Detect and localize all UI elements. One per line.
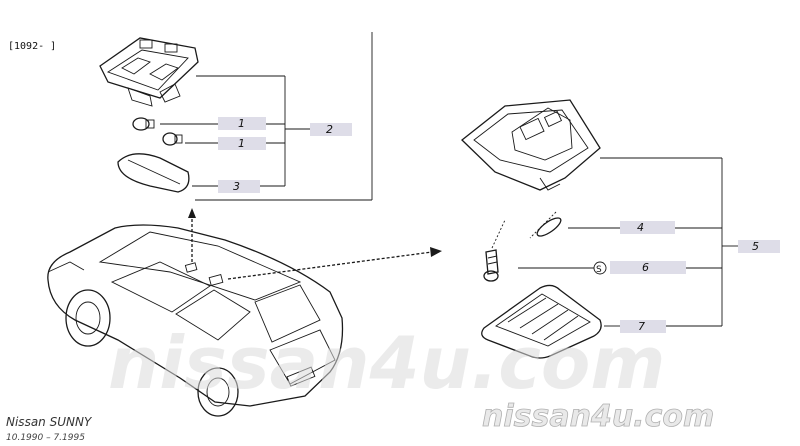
label-5: 5 xyxy=(738,240,780,253)
right-leaders xyxy=(518,157,738,327)
label-4: 4 xyxy=(620,221,675,234)
label-3: 3 xyxy=(218,180,260,193)
inset-frame xyxy=(195,32,373,201)
location-arrows xyxy=(188,208,442,280)
right-lens xyxy=(481,284,602,359)
label-7-text: 7 xyxy=(638,320,645,333)
label-7: 7 xyxy=(620,320,666,333)
date-code: [1092- ] xyxy=(8,41,56,52)
footer-range: 10.1990 – 7.1995 xyxy=(6,433,85,443)
right-bulb xyxy=(529,211,562,239)
label-6: 6 xyxy=(610,261,686,274)
label-4-text: 4 xyxy=(637,221,644,234)
inset-leaders xyxy=(160,75,310,187)
label-1b: 1 xyxy=(218,137,266,150)
car-illustration xyxy=(47,224,344,417)
inset-lens xyxy=(117,153,190,193)
label-6-text: 6 xyxy=(642,261,649,274)
label-3-text: 3 xyxy=(233,180,240,193)
label-2-text: 2 xyxy=(326,123,333,136)
center-watermark: nissan4u.com xyxy=(108,321,665,405)
label-5-text: 5 xyxy=(752,240,759,253)
right-screw xyxy=(483,219,506,282)
screw-symbol: S xyxy=(593,261,607,275)
inset-bulb-upper xyxy=(132,117,155,131)
label-2: 2 xyxy=(310,123,352,136)
inset-bulb-lower xyxy=(162,132,183,146)
label-1a-text: 1 xyxy=(238,117,245,130)
footer-model: Nissan SUNNY xyxy=(6,415,93,429)
right-lamp-housing xyxy=(461,99,601,191)
corner-watermark: nissan4u.com xyxy=(482,399,714,434)
label-1b-text: 1 xyxy=(238,137,245,150)
screw-symbol-text: S xyxy=(596,265,602,275)
label-1a: 1 xyxy=(218,117,266,130)
inset-lamp-assembly xyxy=(99,37,199,107)
